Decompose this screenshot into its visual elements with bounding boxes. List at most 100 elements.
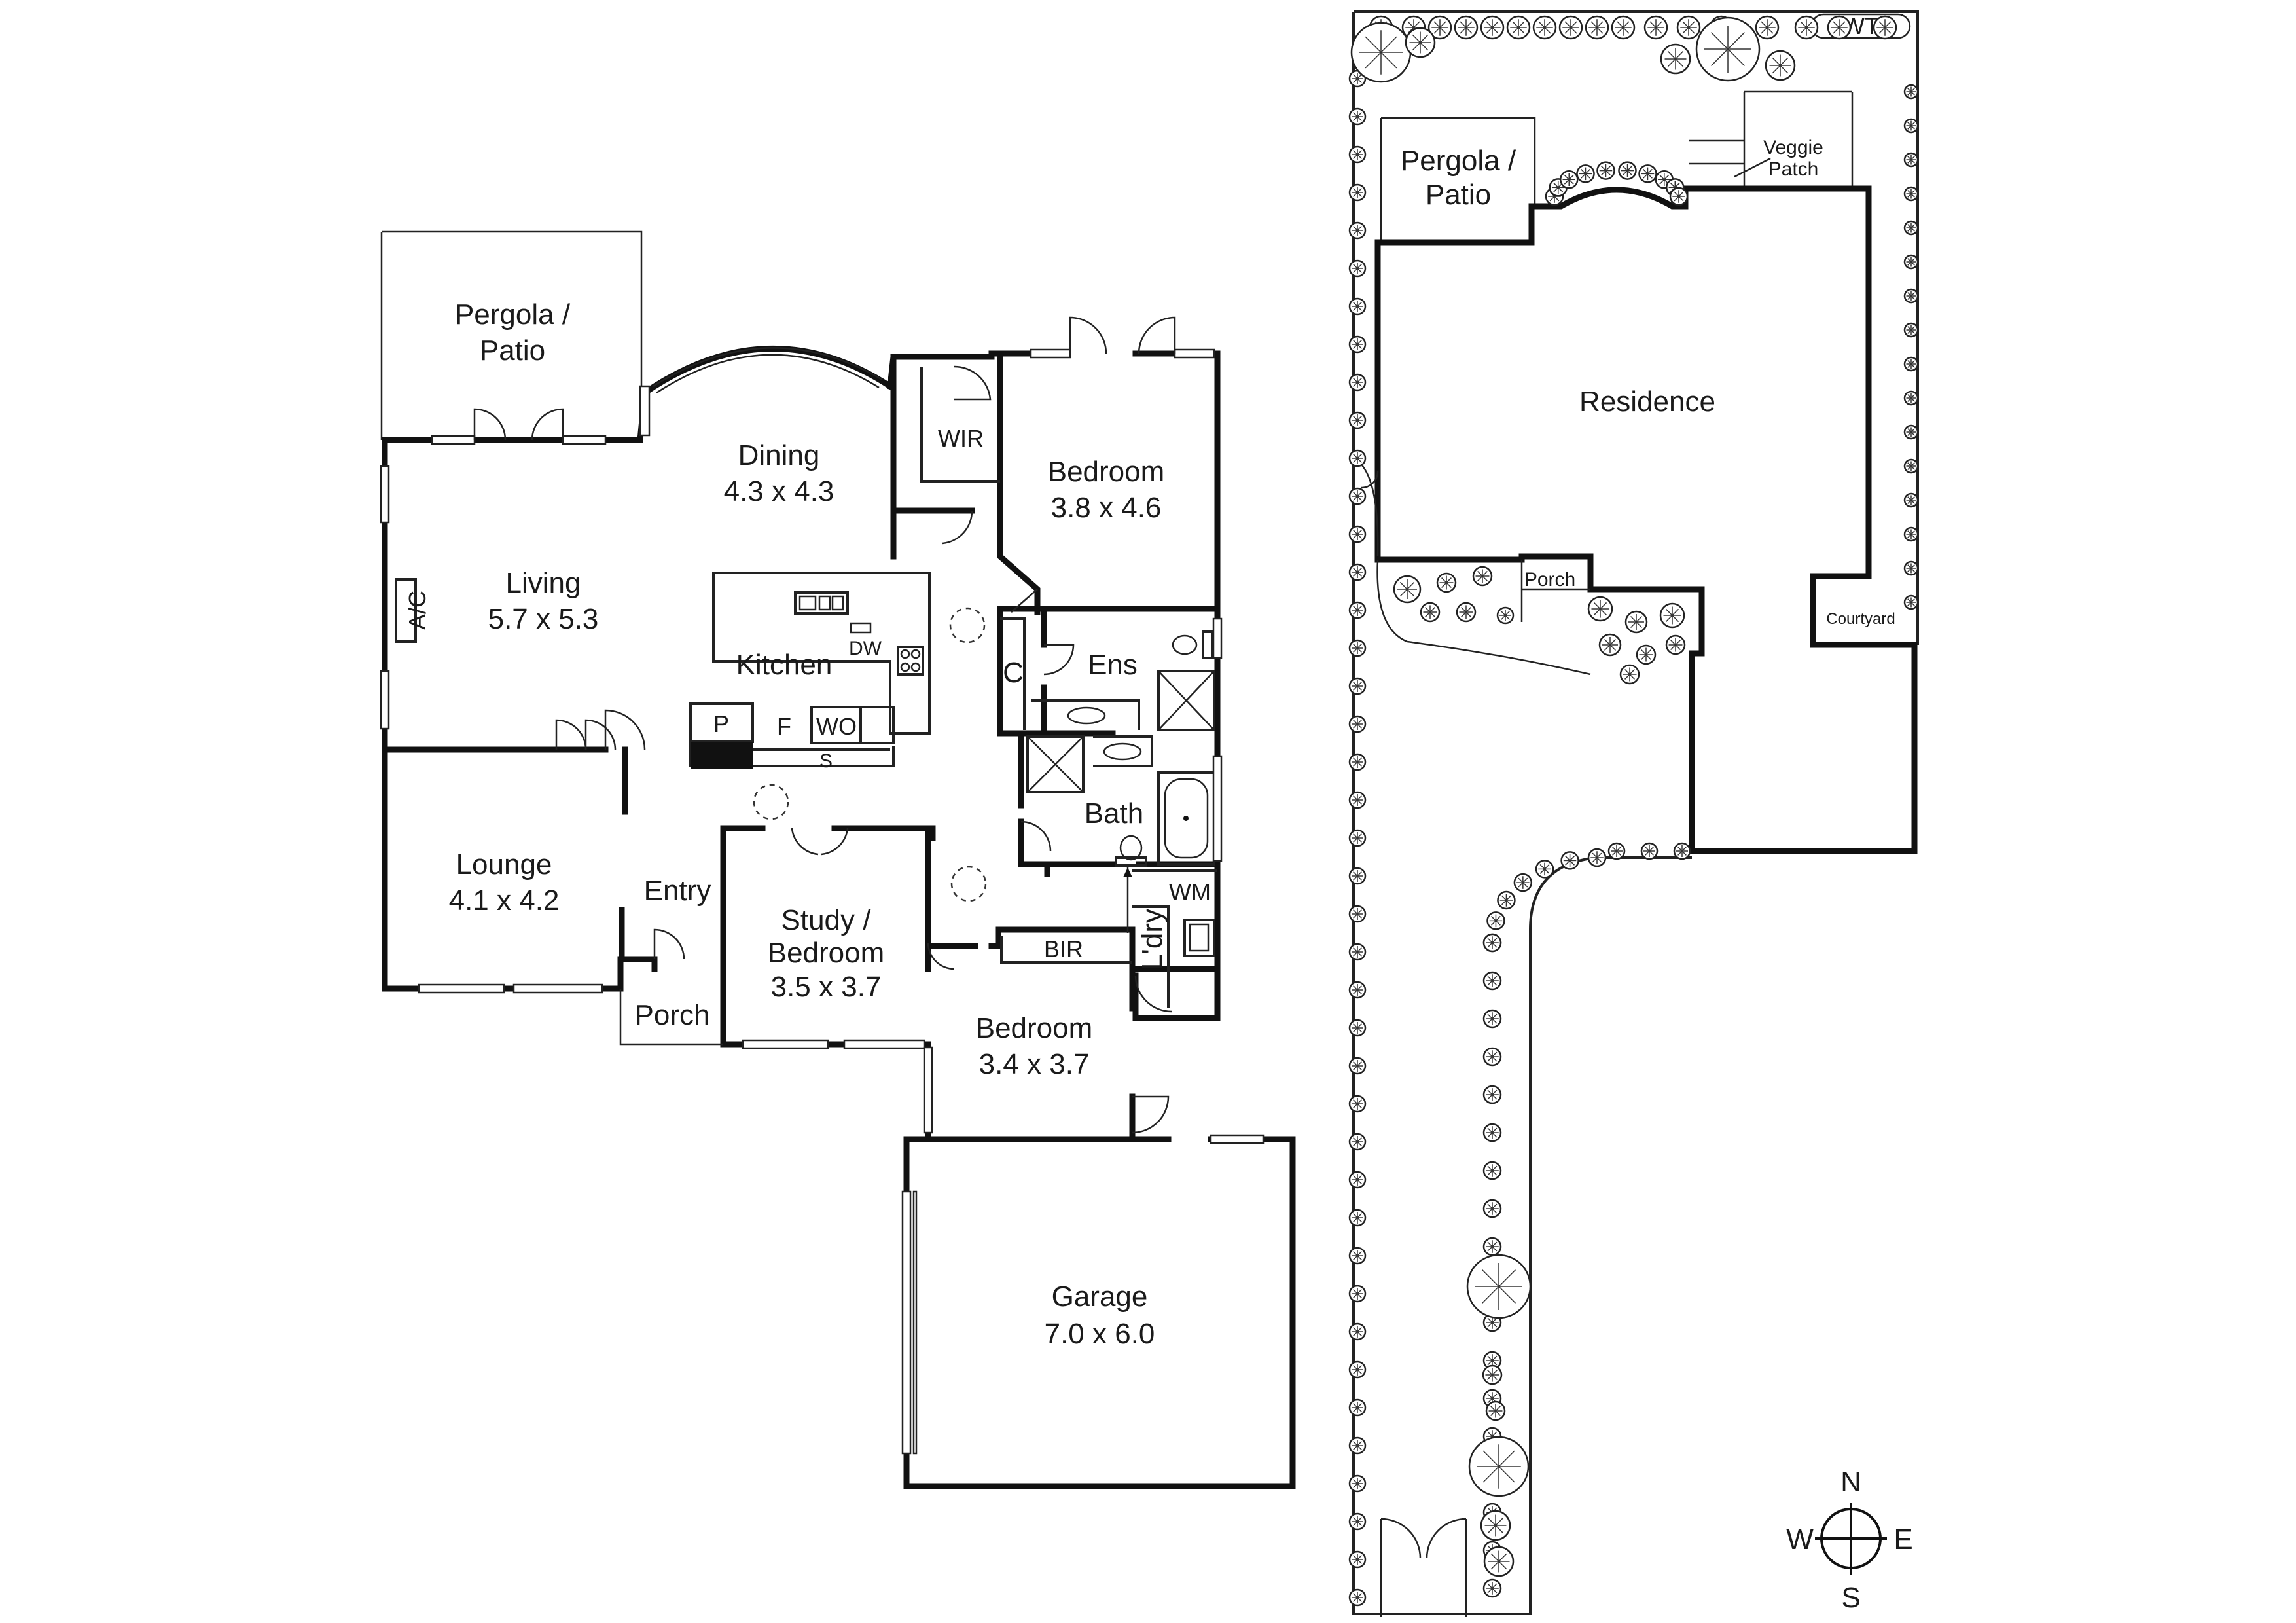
shrub-detail [1907, 530, 1912, 535]
shrub-detail [1353, 1441, 1358, 1446]
shrub-detail [1558, 187, 1564, 192]
shrub-detail [1487, 1056, 1493, 1062]
shrub-detail [1681, 847, 1687, 852]
shrub-detail [1605, 170, 1611, 176]
shrub-detail [1353, 568, 1358, 573]
shrub-detail [1487, 1355, 1493, 1361]
shrub-detail [1568, 179, 1574, 185]
shrub-detail [1655, 27, 1662, 34]
shrub-detail [1353, 454, 1358, 459]
skylights [753, 607, 987, 902]
shrub-detail [1626, 166, 1632, 172]
shrub-detail [1544, 864, 1550, 869]
shrub-detail [1482, 1450, 1499, 1467]
sink-label: S [819, 750, 833, 772]
shrub-detail [1539, 868, 1545, 874]
shrub-detail [1353, 1103, 1358, 1108]
shrub-detail [1570, 856, 1575, 861]
bedroom-second-label: Bedroom [976, 1012, 1093, 1044]
shrub-detail [1495, 1406, 1501, 1412]
shrub-detail [1357, 1217, 1362, 1222]
shrub-detail [1492, 1018, 1498, 1024]
shrub-detail [1645, 654, 1651, 660]
shrub-detail [1678, 196, 1684, 202]
shrub-detail [1907, 156, 1912, 160]
shrub-detail [1461, 611, 1467, 617]
shrub-detail [1609, 638, 1617, 646]
garage-label: Garage [1052, 1281, 1148, 1313]
shrub-detail [1636, 615, 1643, 623]
shrub-detail [1907, 159, 1912, 164]
shrub-detail [1570, 27, 1577, 34]
shrub-detail [1353, 1445, 1358, 1450]
shrub-detail [1910, 428, 1915, 433]
shrub-detail [1907, 292, 1912, 297]
shrub-detail [1641, 654, 1647, 660]
shrub-detail [1492, 1165, 1498, 1171]
shrub-detail [1353, 1327, 1358, 1332]
shrub-detail [1674, 182, 1680, 188]
shrub-detail [1357, 454, 1362, 459]
bir-label: BIR [1044, 936, 1083, 962]
shrub-detail [1429, 611, 1435, 617]
shrub-detail [1498, 1466, 1515, 1483]
shrub-detail [1353, 833, 1358, 839]
shrub-detail [1839, 27, 1846, 34]
shrub-detail [1910, 530, 1915, 535]
shrub-detail [1492, 1013, 1498, 1019]
shrub-detail [1910, 159, 1915, 164]
shrub-detail [1486, 21, 1493, 28]
shrub-detail [1353, 606, 1358, 611]
shrub-detail [1353, 1517, 1358, 1522]
bedroom-second-size: 3.4 x 3.7 [979, 1048, 1090, 1080]
dining-label: Dining [738, 439, 820, 471]
shrub-detail [1910, 397, 1915, 402]
shrub-detail [1482, 1466, 1499, 1483]
shrub-detail [1353, 1179, 1358, 1184]
shrub-detail [1353, 264, 1358, 269]
shrub-detail [1495, 915, 1501, 921]
shrub-detail [1665, 615, 1673, 623]
ensuite-label: Ens [1088, 649, 1138, 681]
shrub-detail [1907, 602, 1912, 606]
shrub-detail [1465, 21, 1473, 28]
shrub-detail [1465, 611, 1471, 617]
shrub-detail [1487, 1203, 1493, 1209]
shrub-detail [1609, 644, 1617, 651]
shrub-detail [1412, 42, 1421, 51]
shrub-detail [1492, 942, 1498, 948]
shrub-detail [1596, 21, 1604, 28]
bir-outline [1000, 936, 1132, 964]
shrub-detail [1353, 875, 1358, 881]
shrub-detail [1907, 125, 1912, 130]
shrub-detail [1907, 568, 1912, 572]
shrub-detail [1486, 27, 1493, 34]
shrub-detail [1357, 382, 1362, 387]
shrub-detail [1353, 1023, 1358, 1029]
shrub-detail [1623, 166, 1628, 172]
shrub-detail [1487, 1398, 1493, 1404]
shrub-detail [1672, 608, 1679, 616]
shrub-detail [1907, 428, 1912, 433]
porch-label: Porch [635, 999, 710, 1031]
shrub-detail [1492, 27, 1499, 34]
shrub-detail [1353, 1251, 1358, 1256]
kitchen-label: Kitchen [736, 649, 833, 681]
shrub-detail [1353, 302, 1358, 307]
shrub-detail [1910, 224, 1915, 228]
shrub-detail [1492, 1132, 1498, 1138]
shrub-detail [1357, 1593, 1362, 1598]
shrub-detail [1487, 1165, 1493, 1171]
shrub-detail [1505, 900, 1511, 905]
shrub-detail [1564, 21, 1571, 28]
shrub-detail [1670, 640, 1676, 646]
shrub-detail [1357, 1479, 1362, 1484]
shrub-detail [1629, 669, 1635, 675]
shrub-detail [1910, 496, 1915, 501]
site-path [1353, 457, 1591, 676]
shrub-detail [1357, 112, 1362, 117]
shrub-detail [1353, 78, 1358, 83]
shrub-detail [1565, 856, 1571, 861]
shrub-detail [1357, 1369, 1362, 1374]
shrub-detail [1357, 344, 1362, 349]
